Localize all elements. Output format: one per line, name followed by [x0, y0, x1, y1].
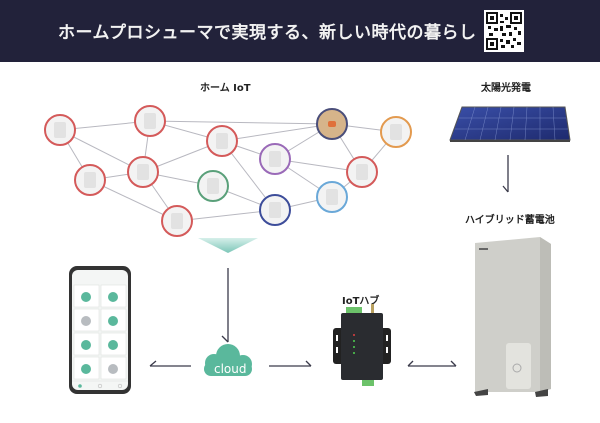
network-link — [221, 123, 333, 142]
arrow-hub-battery — [407, 360, 457, 367]
iot-device-thermostat — [259, 143, 291, 175]
qr-code-icon[interactable] — [484, 10, 524, 52]
header-title: ホームプロシューマで実現する、新しい時代の暮らし — [58, 23, 477, 43]
network-link — [176, 209, 276, 222]
iot-device-smart-plug — [127, 156, 159, 188]
iot-device-water-heater — [161, 205, 193, 237]
network-link — [89, 179, 178, 222]
arrow-down-to-cloud — [221, 268, 229, 343]
arrow-solar-to-battery — [502, 155, 509, 193]
cloud-label: cloud — [214, 362, 247, 376]
network-link — [149, 120, 333, 125]
iot-device-window-shade — [316, 181, 348, 213]
iot-hub-label: IoTハブ — [342, 296, 380, 307]
iot-device-remote-panel — [346, 156, 378, 188]
solar-label: 太陽光発電 — [481, 83, 531, 94]
iot-device-wall-switch — [74, 164, 106, 196]
iot-device-floor-heating — [316, 108, 348, 140]
smartphone-app-image — [69, 266, 131, 394]
battery-label: ハイブリッド蓄電池 — [465, 215, 555, 226]
arrow-to-smartphone — [149, 360, 191, 367]
iot-device-panel-heater — [380, 116, 412, 148]
hybrid-battery-image — [474, 237, 551, 397]
iot-device-motion-sensor — [206, 125, 238, 157]
funnel-chevron — [198, 238, 258, 253]
iot-hub-device-image — [333, 304, 391, 386]
iot-device-curtain — [134, 105, 166, 137]
iot-device-camera — [44, 114, 76, 146]
solar-panel-image — [449, 106, 571, 142]
home-iot-label: ホーム IoT — [200, 83, 251, 94]
cloud-icon — [204, 344, 252, 376]
iot-device-door-lock — [197, 170, 229, 202]
arrow-to-iot-hub — [269, 360, 312, 367]
header-banner: ホームプロシューマで実現する、新しい時代の暮らし — [0, 0, 600, 62]
iot-device-shutter — [259, 194, 291, 226]
